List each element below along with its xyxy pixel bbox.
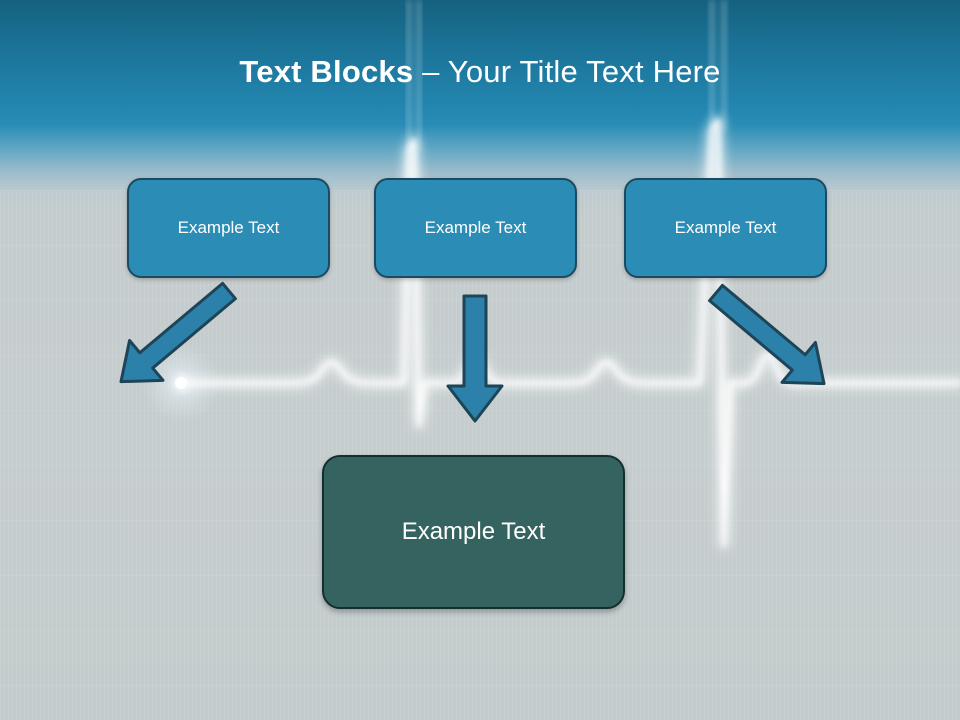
slide-title-rest: – Your Title Text Here <box>413 54 721 89</box>
arrow-down-left <box>708 283 826 386</box>
summary-text-block[interactable]: Example Text <box>322 455 625 609</box>
arrow-down-right <box>119 281 237 384</box>
slide-title-strong: Text Blocks <box>239 54 414 89</box>
arrow-down <box>446 294 504 423</box>
slide-title: Text Blocks – Your Title Text Here <box>0 52 960 92</box>
text-block-2-label: Example Text <box>424 218 527 237</box>
text-block-1[interactable]: Example Text <box>127 178 330 278</box>
text-block-1-label: Example Text <box>177 218 280 237</box>
summary-text-block-label: Example Text <box>401 518 546 545</box>
text-block-2[interactable]: Example Text <box>374 178 577 278</box>
text-block-3-label: Example Text <box>674 218 777 237</box>
text-block-3[interactable]: Example Text <box>624 178 827 278</box>
